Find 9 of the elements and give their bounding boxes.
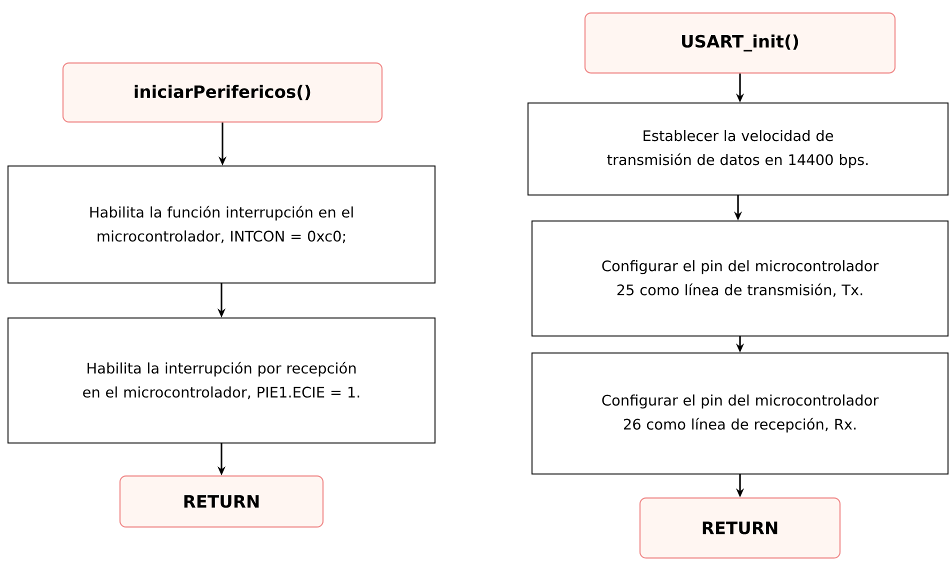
process-box: Habilita la función interrupción en el microcontrolador, INTCON = 0xc0; xyxy=(8,166,436,284)
terminal-box: RETURN xyxy=(119,475,324,528)
process-box: Habilita la interrupción por recepción en el microcontrolador, PIE1.ECIE = 1. xyxy=(8,318,436,444)
process-box: Establecer la velocidad de transmisión de datos en 14400 bps. xyxy=(528,102,948,196)
process-box: Configurar el pin del microcontrolador 25 como línea de transmisión, Tx. xyxy=(532,220,948,336)
process-box: Configurar el pin del microcontrolador 26 como línea de recepción, Rx. xyxy=(532,352,948,474)
terminal-box: RETURN xyxy=(639,497,841,559)
terminal-box: USART_init() xyxy=(584,12,896,74)
terminal-box: iniciarPerifericos() xyxy=(62,62,383,123)
